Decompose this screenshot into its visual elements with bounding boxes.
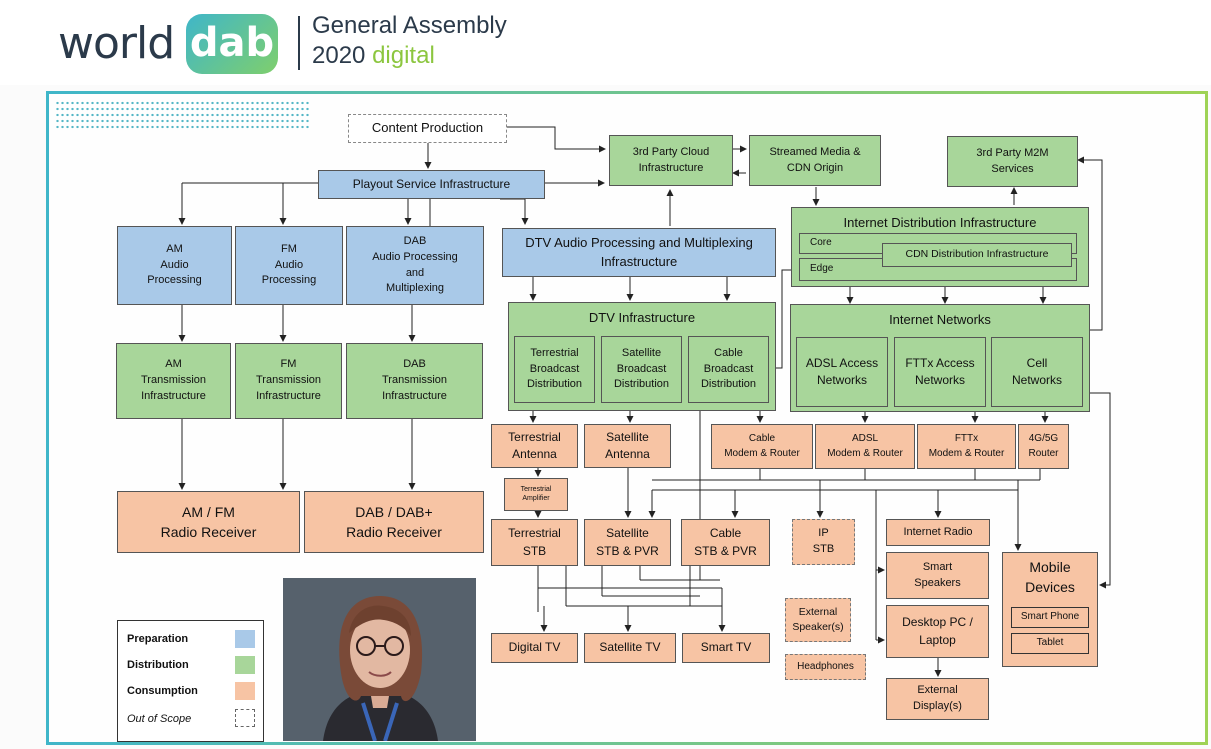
legend-preparation-label: Preparation bbox=[127, 633, 189, 645]
internet-radio-box: Internet Radio bbox=[886, 519, 990, 546]
streamed-media-box: Streamed Media & CDN Origin bbox=[749, 135, 881, 186]
legend-out-of-scope-label: Out of Scope bbox=[127, 713, 192, 725]
legend-consumption-swatch bbox=[235, 682, 255, 700]
terrestrial-amplifier-box: Terrestrial Amplifier bbox=[504, 478, 568, 511]
cable-stb-box: Cable STB & PVR bbox=[681, 519, 770, 566]
external-display-box: External Display(s) bbox=[886, 678, 989, 720]
smartphone-box: Smart Phone bbox=[1011, 607, 1089, 628]
decorative-dots bbox=[55, 100, 310, 130]
legend-out-of-scope-swatch bbox=[235, 709, 255, 727]
fttx-access-box: FTTx Access Networks bbox=[894, 337, 986, 407]
legend-distribution-swatch bbox=[235, 656, 255, 674]
legend-preparation-swatch bbox=[235, 630, 255, 648]
cable-modem-box: Cable Modem & Router bbox=[711, 424, 813, 469]
legend-consumption-label: Consumption bbox=[127, 685, 198, 697]
dab-transmission-box: DAB Transmission Infrastructure bbox=[346, 343, 483, 419]
am-audio-processing-box: AM Audio Processing bbox=[117, 226, 232, 305]
satellite-tv-box: Satellite TV bbox=[584, 633, 676, 663]
header-bar: world dab General Assembly 2020 digital bbox=[0, 0, 1211, 85]
digital-tv-box: Digital TV bbox=[491, 633, 578, 663]
am-transmission-box: AM Transmission Infrastructure bbox=[116, 343, 231, 419]
event-accent: digital bbox=[372, 42, 435, 69]
dab-audio-processing-box: DAB Audio Processing and Multiplexing bbox=[346, 226, 484, 305]
fttx-modem-box: FTTx Modem & Router bbox=[917, 424, 1016, 469]
event-title: General Assembly bbox=[312, 12, 507, 39]
terrestrial-broadcast-box: Terrestrial Broadcast Distribution bbox=[514, 336, 595, 403]
event-subtitle: 2020 digital bbox=[312, 42, 435, 70]
cable-broadcast-box: Cable Broadcast Distribution bbox=[688, 336, 769, 403]
headphones-box: Headphones bbox=[785, 654, 866, 680]
smart-speakers-box: Smart Speakers bbox=[886, 552, 989, 599]
legend: Preparation Distribution Consumption Out… bbox=[117, 620, 264, 742]
satellite-stb-box: Satellite STB & PVR bbox=[584, 519, 671, 566]
adsl-modem-box: ADSL Modem & Router bbox=[815, 424, 915, 469]
smart-tv-box: Smart TV bbox=[682, 633, 770, 663]
logo-divider bbox=[298, 16, 300, 70]
terrestrial-antenna-box: Terrestrial Antenna bbox=[491, 424, 578, 468]
logo-word: world bbox=[58, 18, 175, 69]
adsl-access-box: ADSL Access Networks bbox=[796, 337, 888, 407]
desktop-laptop-box: Desktop PC / Laptop bbox=[886, 605, 989, 658]
terrestrial-stb-box: Terrestrial STB bbox=[491, 519, 578, 566]
cell-networks-box: Cell Networks bbox=[991, 337, 1083, 407]
tablet-box: Tablet bbox=[1011, 633, 1089, 654]
presenter-avatar bbox=[283, 578, 476, 741]
event-year: 2020 bbox=[312, 42, 366, 69]
m2m-services-box: 3rd Party M2M Services bbox=[947, 136, 1078, 187]
ip-stb-box: IP STB bbox=[792, 519, 855, 565]
playout-infrastructure-box: Playout Service Infrastructure bbox=[318, 170, 545, 199]
third-party-cloud-box: 3rd Party Cloud Infrastructure bbox=[609, 135, 733, 186]
cdn-distribution-box: CDN Distribution Infrastructure bbox=[882, 243, 1072, 267]
satellite-broadcast-box: Satellite Broadcast Distribution bbox=[601, 336, 682, 403]
amfm-receiver-box: AM / FM Radio Receiver bbox=[117, 491, 300, 553]
satellite-antenna-box: Satellite Antenna bbox=[584, 424, 671, 468]
legend-distribution-label: Distribution bbox=[127, 659, 189, 671]
content-production-box: Content Production bbox=[348, 114, 507, 143]
external-speakers-box: External Speaker(s) bbox=[785, 598, 851, 642]
presenter-video bbox=[283, 578, 476, 741]
dtv-audio-processing-box: DTV Audio Processing and Multiplexing In… bbox=[502, 228, 776, 277]
logo-badge: dab bbox=[186, 14, 278, 74]
fm-audio-processing-box: FM Audio Processing bbox=[235, 226, 343, 305]
cellular-router-box: 4G/5G Router bbox=[1018, 424, 1069, 469]
dab-receiver-box: DAB / DAB+ Radio Receiver bbox=[304, 491, 484, 553]
fm-transmission-box: FM Transmission Infrastructure bbox=[235, 343, 342, 419]
